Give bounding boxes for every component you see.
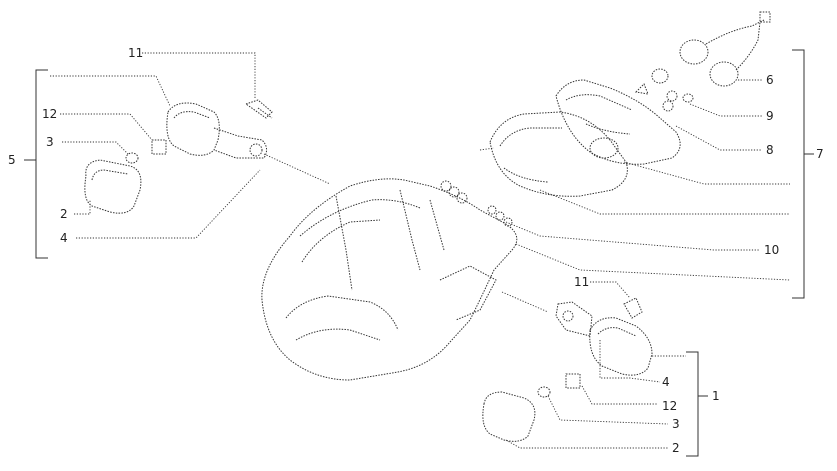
headlight-lens [489,111,628,197]
headlight-assembly: 7 6 9 8 10 [479,11,824,299]
headlight-body [555,79,681,165]
callout-12-right: 12 [662,399,677,413]
front-fairing [261,178,518,381]
callout-6: 6 [766,73,774,87]
seal-left [151,139,167,155]
callout-2-left: 2 [60,207,68,221]
bulb-socket-upper [679,39,709,65]
callout-11-right: 11 [574,275,589,289]
housing-right [589,317,653,376]
callout-7: 7 [816,147,824,161]
stalk-left [213,127,268,159]
stalk-right [555,301,593,337]
bracket-5 [35,69,48,259]
bulb-8 [682,93,694,103]
right-turn-signal-assembly: 1 11 4 12 3 2 [482,275,720,457]
screw-right [623,297,643,319]
callout-8: 8 [766,143,774,157]
callout-5: 5 [8,153,16,167]
left-turn-signal-assembly: 5 11 12 3 2 4 [8,46,331,259]
callout-2-right: 2 [672,441,680,455]
callout-10: 10 [764,243,779,257]
bulb-socket-lower [709,61,739,87]
bracket-7 [792,49,805,299]
callout-3-left: 3 [46,135,54,149]
lens-right [482,391,536,442]
bulb-right [537,386,551,398]
seal-right [565,373,581,389]
bracket-1 [686,351,699,457]
callout-4-left: 4 [60,231,68,245]
callout-3-right: 3 [672,417,680,431]
fairing-outline [261,178,518,381]
callout-1: 1 [712,389,720,403]
lens-left [84,159,142,214]
housing-left [166,102,220,156]
callout-4-right: 4 [662,375,670,389]
callout-11-left: 11 [128,46,143,60]
bulb-left [125,152,139,164]
callout-9: 9 [766,109,774,123]
callout-12-left: 12 [42,107,57,121]
screw-left [244,99,273,119]
